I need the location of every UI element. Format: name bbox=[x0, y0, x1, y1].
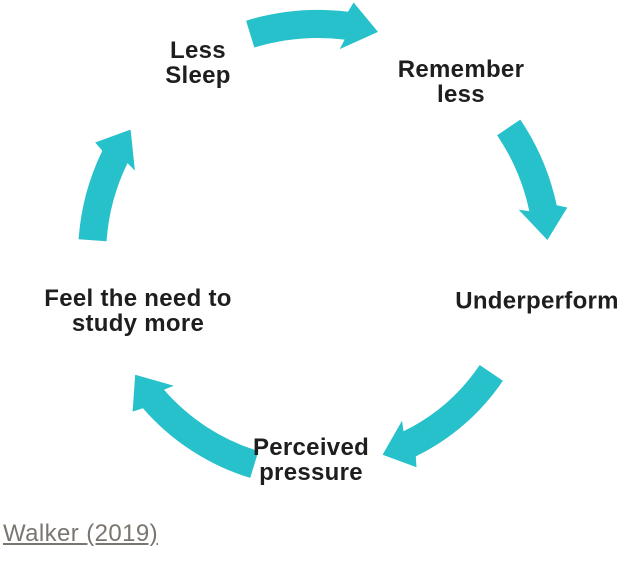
citation-link[interactable]: Walker (2019) bbox=[3, 520, 159, 547]
node-label-line: Feel the need to bbox=[44, 285, 232, 312]
node-label-line: pressure bbox=[259, 459, 363, 486]
arrow-underperform-to-perceived-pressure bbox=[382, 365, 503, 468]
arrow-perceived-pressure-to-feel-the-need-to-study-more bbox=[132, 374, 259, 478]
node-label-line: Less bbox=[170, 37, 226, 64]
node-feel-the-need-to-study-more: Feel the need to study more bbox=[44, 286, 232, 336]
node-label-line: less bbox=[437, 81, 485, 108]
node-label-line: Perceived bbox=[252, 434, 370, 461]
arrow-remember-less-to-underperform bbox=[497, 119, 568, 240]
node-label-line: Remember bbox=[397, 56, 525, 83]
node-perceived-pressure: Perceived pressure bbox=[253, 435, 369, 485]
node-label-line: Sleep bbox=[165, 62, 231, 89]
arrow-less-sleep-to-remember-less bbox=[246, 2, 378, 50]
node-label-line: study more bbox=[71, 310, 205, 337]
arrow-feel-the-need-to-study-more-to-less-sleep bbox=[78, 129, 135, 242]
node-label-line: Underperform bbox=[455, 287, 619, 315]
node-remember-less: Remember less bbox=[398, 57, 524, 107]
node-less-sleep: Less Sleep bbox=[165, 38, 231, 88]
node-underperform: Underperform bbox=[455, 289, 619, 314]
